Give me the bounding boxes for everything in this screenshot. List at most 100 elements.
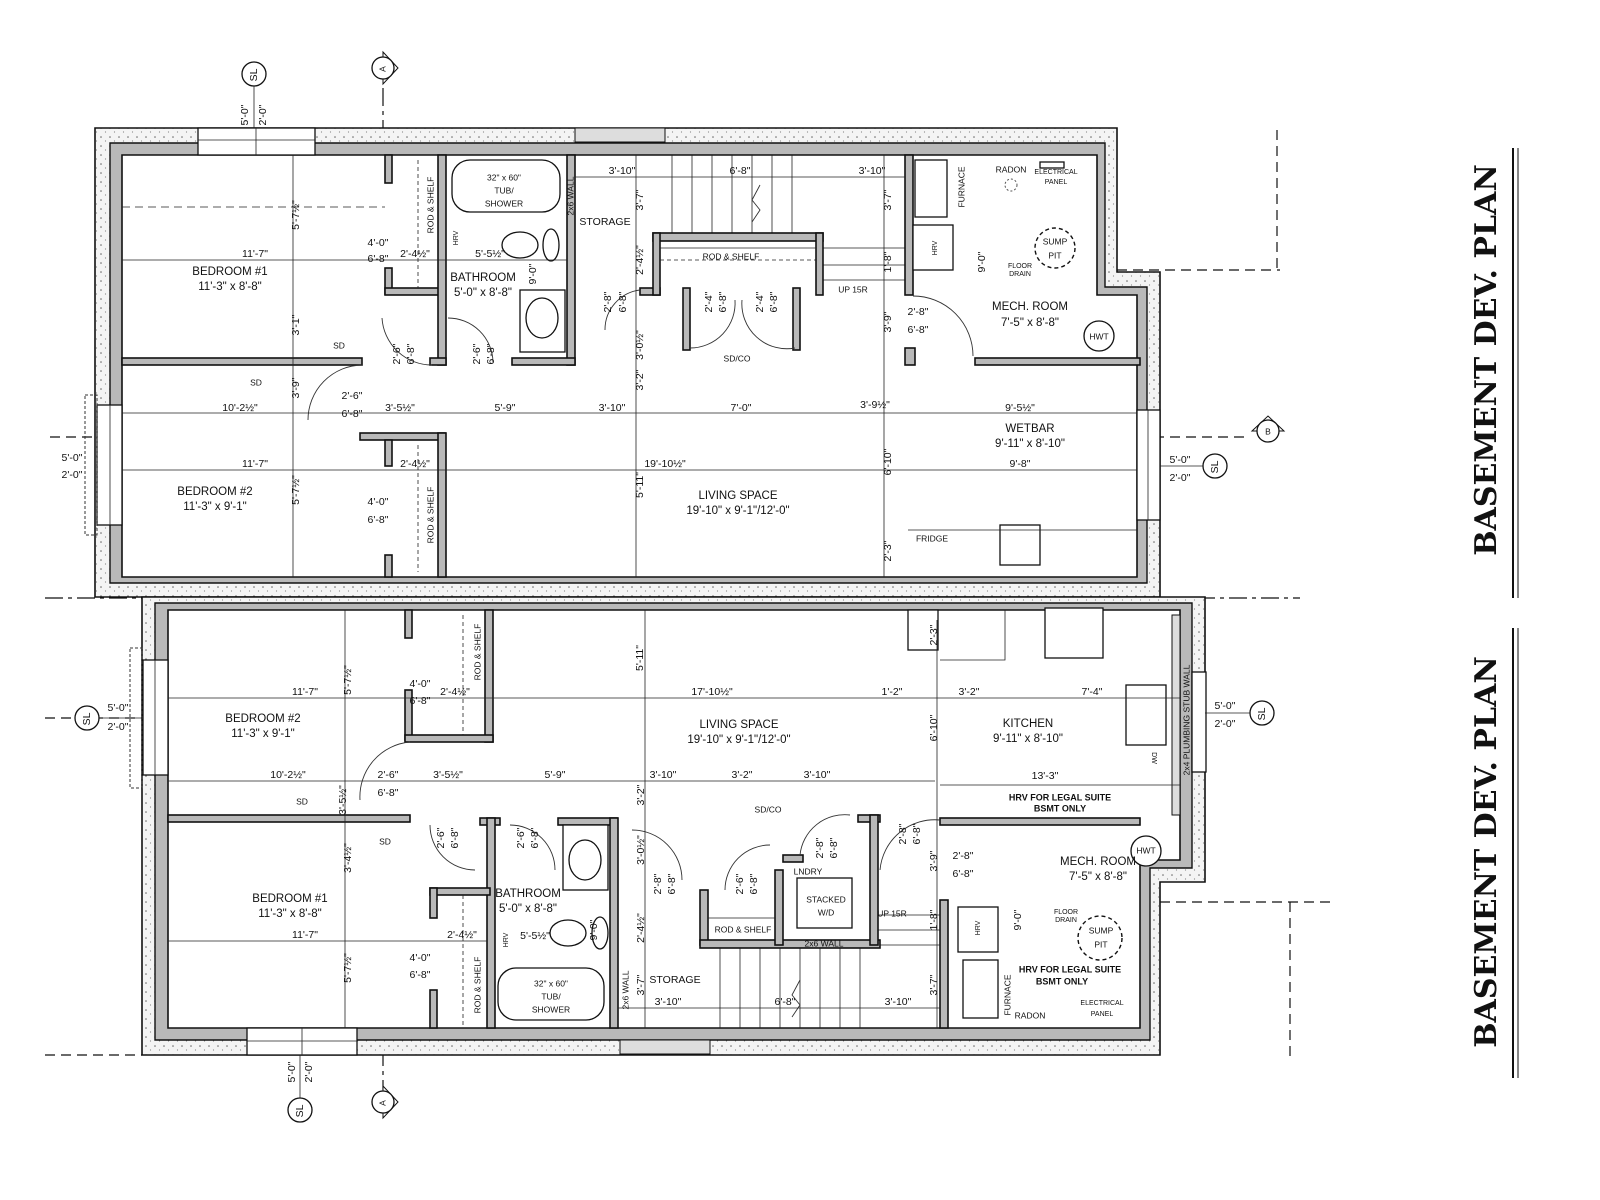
bottom-plan-label: HRV FOR LEGAL SUITE: [1009, 792, 1111, 802]
bottom-plan-label: 3'-5½": [337, 785, 349, 815]
bottom-plan-label: ROD & SHELF: [715, 924, 772, 934]
bottom-plan-label: 17'-10½": [691, 686, 733, 698]
range: [1044, 607, 1104, 659]
bottom-plan-label: 6'-8": [410, 969, 431, 981]
bottom-plan-label: 2'-8": [897, 823, 909, 844]
bottom-plan-label: 6'-8": [529, 827, 541, 848]
bottom-plan-label: 7'-5" x 8'-8": [1069, 871, 1127, 883]
bottom-plan-label: 2'-4½": [447, 929, 477, 941]
bottom-plan-label: HWT: [1136, 845, 1155, 855]
top-plan-label: 3'-9½": [860, 399, 890, 411]
top-plan-label: 2'-8": [908, 306, 929, 318]
bottom-plan-label: 2x6 WALL: [805, 938, 844, 948]
top-plan-label: 2'-6": [391, 343, 403, 364]
top-plan-label: 3'-2": [634, 369, 646, 390]
top-plan-label: 4'-0": [368, 496, 389, 508]
bottom-plan-label: DW: [1150, 752, 1157, 764]
top-plan-label: 2'-4½": [400, 458, 430, 470]
drawing-titles: BASEMENT DEV. PLAN BASEMENT DEV. PLAN: [1469, 148, 1519, 1078]
tub-bottom: [497, 967, 605, 1021]
top-plan-label: 7'-5" x 8'-8": [1001, 317, 1059, 329]
sink-top: [525, 297, 559, 339]
top-plan-label: 2'-4½": [400, 248, 430, 260]
top-plan-label: 2'-4½": [634, 245, 646, 275]
bottom-plan-label: 2'-6": [515, 827, 527, 848]
top-plan-label: 9'-0": [527, 263, 539, 284]
bottom-plan-label: 2'-4½": [440, 686, 470, 698]
top-plan-label: 11'-3" x 8'-8": [198, 281, 261, 293]
top-plan-label: 11'-7": [242, 248, 268, 260]
top-plan-label: 3'-10": [599, 402, 626, 414]
hwt-bottom: [1130, 835, 1162, 867]
top-plan-label: BEDROOM #2: [177, 486, 252, 498]
top-plan-label: SD/CO: [724, 353, 751, 363]
top-plan-label: 6'-8": [405, 343, 417, 364]
top-plan-label: ROD & SHELF: [703, 251, 760, 261]
bottom-plan-label: 10'-2½": [270, 769, 306, 781]
bottom-plan-label: 3'-2": [732, 769, 753, 781]
top-plan-label: FRIDGE: [916, 533, 948, 543]
bottom-plan-label: SUMP: [1089, 925, 1114, 935]
bottom-plan-label: 3'-2": [959, 686, 980, 698]
bottom-plan-label: 3'-0½": [635, 835, 647, 865]
top-plan-label: 5'-7½": [290, 200, 302, 230]
bottom-plan-label: 9'-0": [1012, 909, 1024, 930]
sl-marker-right-bottom: SL: [1256, 707, 1268, 720]
window-size-label: 2'-0": [62, 469, 83, 481]
dimension-lines: [122, 155, 1180, 1028]
top-plan-label: 3'-1": [290, 314, 302, 335]
bottom-plan-label: 3'-9": [928, 850, 940, 871]
top-plan-label: STORAGE: [579, 216, 630, 228]
bottom-plan-label: 7'-4": [1082, 686, 1103, 698]
kitchen-sink: [1125, 684, 1167, 746]
bottom-plan-label: 2'-6": [378, 769, 399, 781]
bottom-plan-label: 3'-5½": [433, 769, 463, 781]
top-plan-label: 5'-5½": [475, 248, 505, 260]
bottom-plan-label: 2'-6": [734, 873, 746, 894]
top-plan-label: WETBAR: [1005, 423, 1054, 435]
bottom-plan-label: 11'-7": [292, 686, 318, 698]
top-plan-label: 1'-8": [882, 251, 894, 272]
bottom-plan-label: FLOOR: [1054, 909, 1078, 916]
top-plan-label: 6'-8": [730, 165, 751, 177]
top-plan-label: 9'-8": [1010, 458, 1031, 470]
top-plan-label: 9'-11" x 8'-10": [995, 438, 1065, 450]
top-plan-label: 3'-10": [859, 165, 886, 177]
bottom-plan-label: 3'-10": [804, 769, 831, 781]
top-plan-label: 2'-6": [471, 343, 483, 364]
top-plan-label: 5'-9": [495, 402, 516, 414]
hwt-top: [1083, 320, 1115, 352]
top-plan-label: 4'-0": [368, 237, 389, 249]
bottom-plan-label: HRV: [975, 920, 982, 935]
bottom-plan-label: SD/CO: [755, 804, 782, 814]
top-plan-label: 6'-8": [368, 514, 389, 526]
door-swings: [307, 289, 974, 891]
windows: [84, 127, 1207, 1056]
bottom-plan-label: 4'-0": [410, 678, 431, 690]
bottom-plan-label: 19'-10" x 9'-1"/12'-0": [687, 734, 790, 746]
bottom-plan-label: FURNACE: [1002, 974, 1012, 1015]
bottom-plan-label: 1'-2": [882, 686, 903, 698]
fixtures: [451, 159, 1181, 1021]
top-plan-label: 3'-10": [609, 165, 636, 177]
furnace-top: [914, 159, 948, 218]
bottom-plan-label: 9'-11" x 8'-10": [993, 733, 1063, 745]
top-plan-label: UP 15R: [838, 284, 868, 294]
top-plan-label: 2'-4": [754, 291, 766, 312]
tub-top: [451, 159, 561, 213]
top-plan-label: HWT: [1089, 331, 1108, 341]
window-size-label: 5'-0": [239, 104, 251, 125]
bottom-plan-label: 13'-3": [1032, 770, 1059, 782]
top-plan-label: 6'-8": [485, 343, 497, 364]
bottom-plan-label: BSMT ONLY: [1036, 976, 1088, 986]
bottom-plan-label: 5'-7½": [342, 953, 354, 983]
sl-marker-left-bottom: SL: [81, 712, 93, 725]
window-size-label: 2'-0": [1170, 472, 1191, 484]
top-plan-label: SUMP: [1043, 236, 1068, 246]
bottom-plan-label: 2'-8": [814, 837, 826, 858]
sump-pit-top: [1034, 227, 1076, 269]
bottom-plan-label: 2'-8": [652, 873, 664, 894]
toilet-top: [501, 231, 539, 259]
bottom-plan-label: 3'-10": [650, 769, 677, 781]
